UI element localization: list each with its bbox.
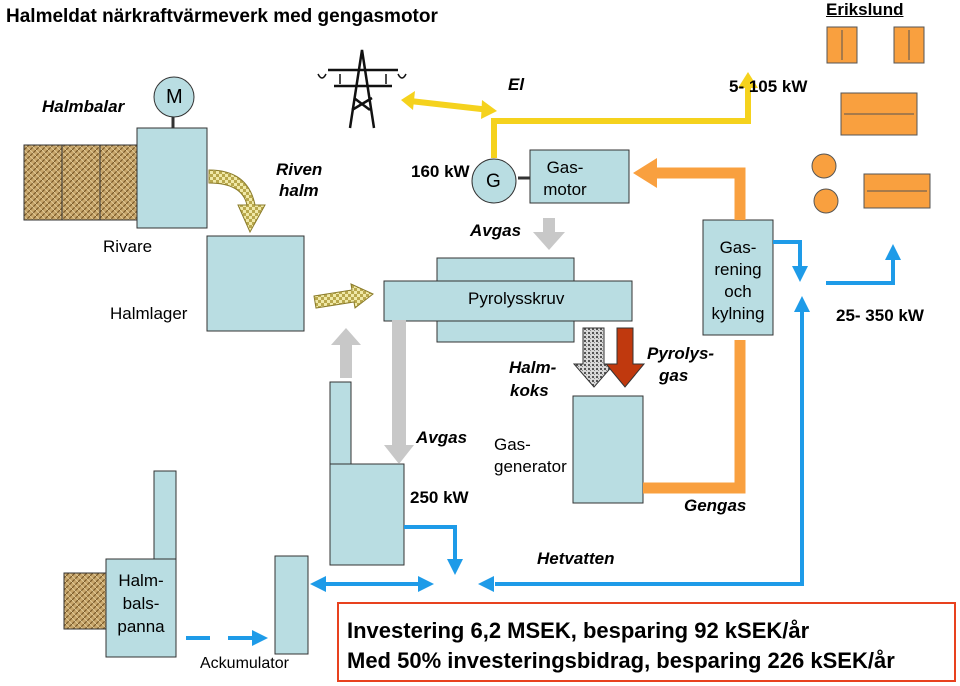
page-title: Halmeldat närkraftvärmeverk med gengasmo… [6, 6, 438, 27]
label-halmkoks-2: koks [510, 381, 549, 400]
hot-water-arrow-up-1 [885, 244, 901, 260]
label-pyrolysgas-2: gas [659, 366, 689, 385]
el-arrow-right [481, 100, 497, 119]
straw-bale-1 [23, 144, 63, 221]
motor-circle [153, 76, 195, 118]
pyrolysis-screw-upper [436, 257, 575, 285]
riven-halm-arrow [208, 169, 266, 234]
label-halmbalar: Halmbalar [42, 97, 125, 116]
label-halmkoks-1: Halm- [509, 358, 557, 377]
gas-arrow [633, 158, 657, 188]
el-arrow-up [738, 72, 758, 88]
gas-engine [529, 149, 630, 204]
pyrolysis-screw [383, 280, 633, 322]
label-gasrening-2: rening [714, 260, 762, 279]
label-riven-halm-1: Riven [276, 160, 323, 179]
pyrolysis-screw-lower [436, 317, 575, 343]
storage-to-screw-arrow [313, 283, 374, 309]
label-halmbalspanna-3: panna [117, 617, 165, 636]
gas-line [643, 340, 746, 494]
label-halmlager: Halmlager [110, 304, 188, 323]
gas-line-top [655, 167, 746, 220]
hot-water-from-cleaning [773, 240, 802, 268]
label-gasgenerator-2: generator [494, 457, 567, 476]
boiler-water-arrow [447, 559, 463, 575]
hot-water-arrow-left-1 [478, 576, 494, 592]
label-riven-halm-2: halm [279, 181, 319, 200]
label-boiler-power: 250 kW [410, 488, 469, 507]
label-gasrening-4: kylning [711, 304, 765, 323]
straw-bale-3 [99, 144, 139, 221]
label-gasmotor-1: Gas- [546, 158, 584, 177]
label-gas-power: 160 kW [411, 162, 470, 181]
gasifier [572, 395, 644, 504]
el-arrow-left [401, 91, 415, 110]
gas-cleaning-cooling [702, 219, 774, 336]
label-pyrolysskruv: Pyrolysskruv [468, 289, 565, 308]
label-avgas-top: Avgas [470, 221, 522, 240]
label-ackumulator: Ackumulator [200, 655, 289, 672]
straw-storage [206, 235, 305, 332]
building-5 [813, 188, 839, 214]
halmkoks-arrow [572, 327, 616, 388]
label-gasmotor-2: motor [543, 180, 587, 199]
label-gasgenerator-1: Gas- [494, 435, 531, 454]
label-el: El [508, 75, 525, 94]
hot-water-to-town [826, 258, 895, 285]
label-pyrolysgas-1: Pyrolys- [647, 344, 715, 363]
bale-boiler-arrow [252, 630, 268, 646]
label-halmbalspanna-1: Halm- [118, 571, 164, 590]
investment-line-1: Investering 6,2 MSEK, besparing 92 kSEK/… [347, 618, 810, 643]
label-heat-power: 25- 350 kW [836, 306, 924, 325]
hot-water-return [495, 310, 804, 586]
investment-info-box: Investering 6,2 MSEK, besparing 92 kSEK/… [337, 602, 956, 682]
bale-boiler-chimney [153, 470, 177, 562]
label-gengas: Gengas [684, 496, 747, 515]
location-label: Erikslund [826, 0, 904, 19]
boiler [329, 463, 405, 566]
investment-line-2: Med 50% investeringsbidrag, besparing 22… [347, 648, 895, 673]
avgas-arrow-up [331, 328, 361, 378]
avgas-arrow-top [533, 218, 565, 250]
label-el-power: 5- 105 kW [729, 77, 808, 96]
label-generator: G [486, 171, 501, 192]
generator-circle [471, 158, 517, 204]
hot-water-arrow-up-2 [794, 296, 810, 312]
el-line [491, 86, 751, 158]
boiler-chimney [329, 381, 352, 467]
label-avgas-bottom: Avgas [416, 428, 468, 447]
power-pylon-icon [317, 49, 407, 129]
accumulator-arrow-right [418, 576, 434, 592]
el-line-pylon [409, 98, 491, 113]
label-motor: M [166, 86, 183, 108]
boiler-water [404, 525, 457, 560]
label-hetvatten: Hetvatten [537, 549, 615, 568]
label-gasrening-3: och [724, 282, 752, 301]
label-halmbalspanna-2: bals- [122, 594, 160, 613]
straw-bale-2 [61, 144, 101, 221]
straw-bale-small [63, 572, 107, 630]
bale-boiler [105, 558, 177, 658]
shredder [136, 127, 208, 229]
accumulator-arrow-left [310, 576, 326, 592]
label-gasrening-1: Gas- [719, 238, 757, 257]
label-rivare: Rivare [103, 237, 153, 256]
hot-water-arrow-down-1 [792, 266, 808, 282]
accumulator [274, 555, 309, 655]
building-4 [811, 153, 837, 179]
pyrolysgas-arrow [604, 327, 646, 388]
avgas-arrow-down [384, 320, 414, 464]
